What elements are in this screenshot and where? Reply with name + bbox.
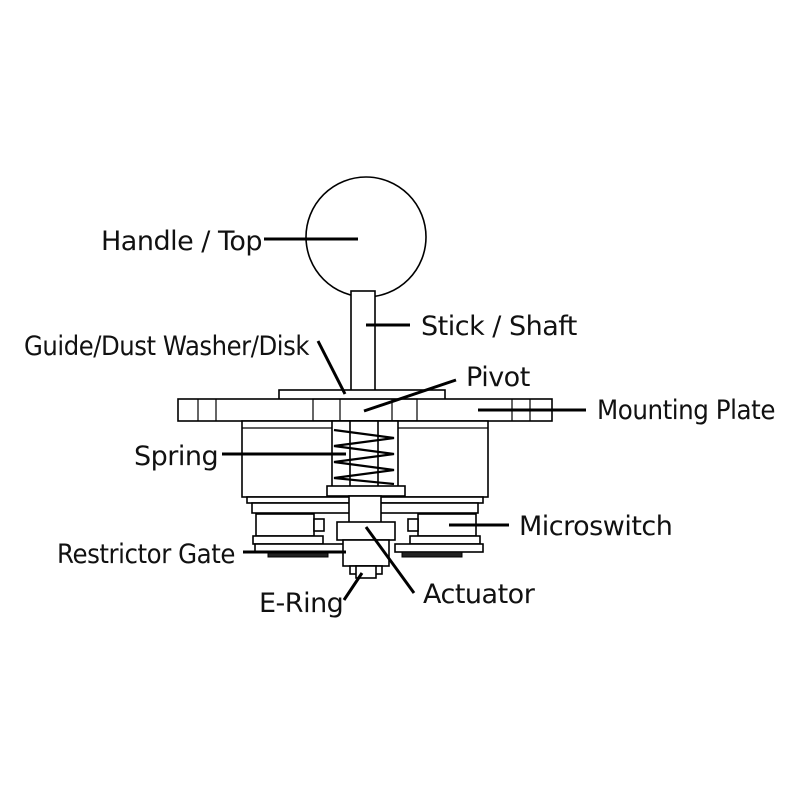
label-mounting-plate: Mounting Plate	[597, 395, 775, 426]
label-shaft: Stick / Shaft	[421, 311, 577, 342]
label-guide: Guide/Dust Washer/Disk	[24, 331, 310, 362]
shaft	[350, 290, 376, 398]
label-microswitch: Microswitch	[519, 511, 672, 542]
leader-actuator	[364, 526, 416, 594]
label-spring: Spring	[134, 441, 218, 472]
leader-pivot	[363, 378, 457, 413]
microswitch-right	[407, 513, 481, 545]
actuator	[336, 521, 396, 541]
microswitch-left	[252, 513, 325, 545]
leader-ering	[342, 572, 364, 601]
handle-ball	[305, 176, 427, 298]
restrictor-gate	[254, 543, 484, 558]
lower-shaft	[348, 495, 382, 527]
label-pivot: Pivot	[466, 362, 530, 393]
leader-guide	[316, 340, 347, 395]
spring	[326, 420, 406, 497]
actuator-lower	[342, 539, 390, 567]
e-ring	[349, 565, 383, 579]
label-actuator: Actuator	[423, 579, 536, 610]
label-ering: E-Ring	[259, 588, 343, 619]
label-handle: Handle / Top	[101, 226, 262, 257]
label-restrictor-gate: Restrictor Gate	[57, 539, 235, 570]
